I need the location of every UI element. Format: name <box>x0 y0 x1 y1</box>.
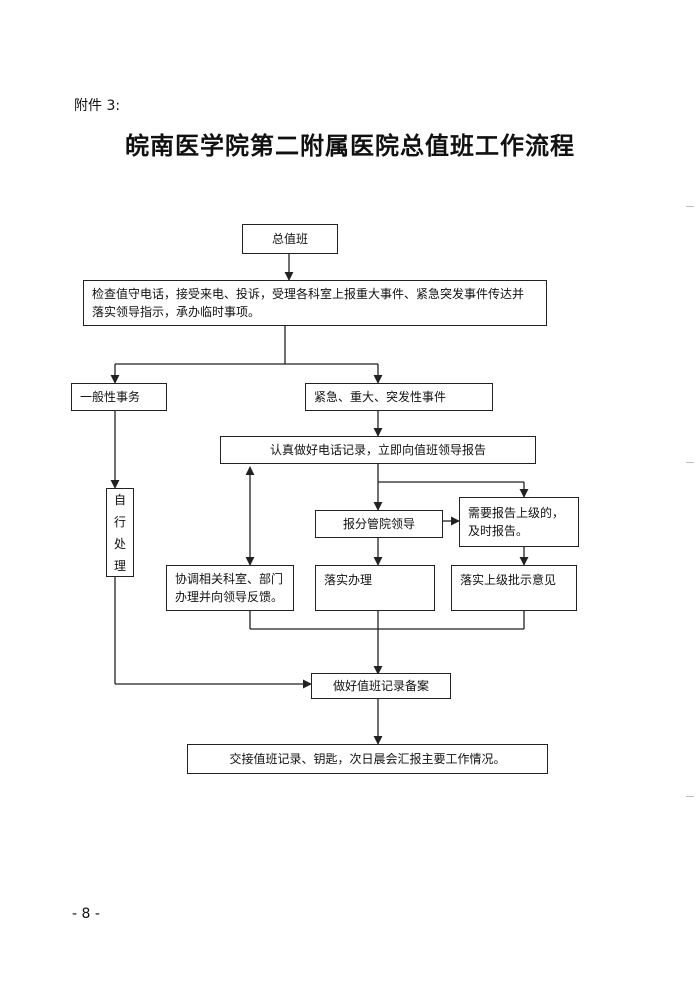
handover-label: 交接值班记录、钥匙，次日晨会汇报主要工作情况。 <box>229 752 506 766</box>
need-report-line2: 及时报告。 <box>468 524 529 538</box>
duty-label: 总值班 <box>271 232 308 246</box>
coordinate-line2: 办理并向领导反馈。 <box>175 590 284 604</box>
coordinate-box: 协调相关科室、部门 办理并向领导反馈。 <box>166 565 294 611</box>
self-handle-char: 自 <box>113 492 126 507</box>
edge-scan-mark <box>686 796 694 797</box>
page-title: 皖南医学院第二附属医院总值班工作流程 <box>125 131 575 160</box>
record-file-label: 做好值班记录备案 <box>332 679 429 693</box>
need-report-box: 需要报告上级的， 及时报告。 <box>459 497 579 547</box>
self-handle-char: 理 <box>113 558 126 573</box>
check-box: 检查值守电话，接受来电、投诉，受理各科室上报重大事件、紧急突发事件传达并 落实领… <box>83 280 547 326</box>
page-number: - 8 - <box>72 906 100 922</box>
self-handle-char: 处 <box>113 536 126 551</box>
implement-superior-label: 落实上级批示意见 <box>460 573 557 587</box>
self-handle-box: 自 行 处 理 <box>106 488 134 577</box>
check-text-line1: 检查值守电话，接受来电、投诉，受理各科室上报重大事件、紧急突发事件传达并 <box>92 287 525 301</box>
edge-scan-mark <box>686 206 694 207</box>
duty-box: 总值班 <box>242 224 338 254</box>
record-file-box: 做好值班记录备案 <box>311 673 451 699</box>
report-leader-label: 报分管院领导 <box>342 517 415 531</box>
urgent-events-label: 紧急、重大、突发性事件 <box>314 390 447 404</box>
implement-superior-box: 落实上级批示意见 <box>451 565 577 611</box>
record-report-box: 认真做好电话记录，立即向值班领导报告 <box>220 436 536 464</box>
urgent-events-box: 紧急、重大、突发性事件 <box>305 383 493 411</box>
edge-scan-mark <box>686 462 694 463</box>
record-report-label: 认真做好电话记录，立即向值班领导报告 <box>269 443 486 457</box>
self-handle-char: 行 <box>113 514 126 529</box>
implement-label: 落实办理 <box>324 573 373 587</box>
general-affairs-label: 一般性事务 <box>80 390 141 404</box>
coordinate-line1: 协调相关科室、部门 <box>175 572 284 586</box>
implement-box: 落实办理 <box>315 565 435 611</box>
handover-box: 交接值班记录、钥匙，次日晨会汇报主要工作情况。 <box>187 744 548 774</box>
general-affairs-box: 一般性事务 <box>71 383 167 411</box>
check-text-line2: 落实领导指示，承办临时事项。 <box>92 305 261 319</box>
annex-label: 附件 3: <box>74 98 121 114</box>
report-leader-box: 报分管院领导 <box>315 510 443 538</box>
need-report-line1: 需要报告上级的， <box>468 506 565 520</box>
